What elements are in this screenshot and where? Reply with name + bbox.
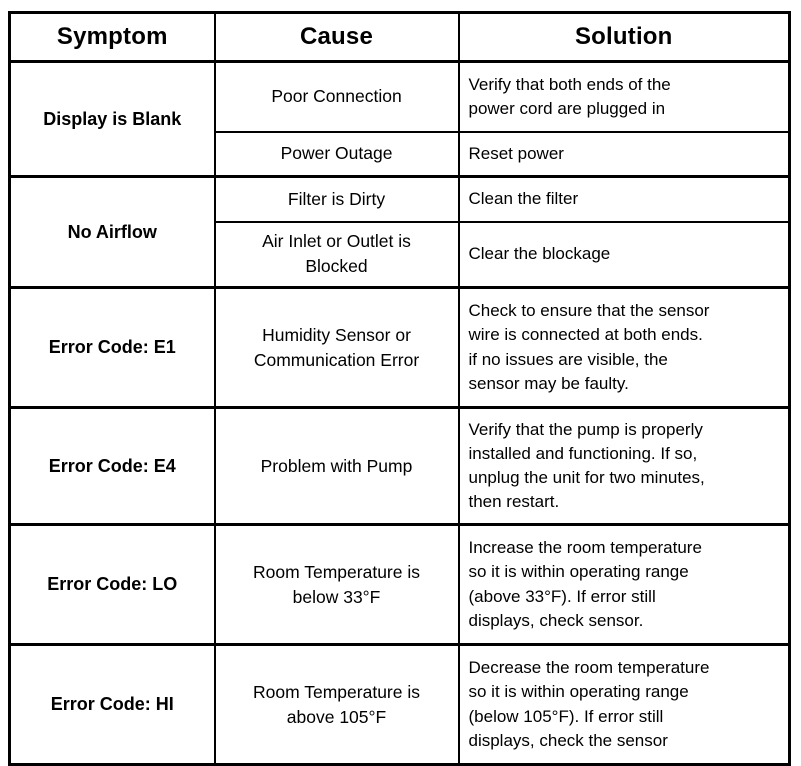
column-header-solution: Solution (457, 11, 791, 63)
solution-cell: Decrease the room temperature so it is w… (457, 643, 791, 766)
table-row: Error Code: HI Room Temperature is above… (8, 643, 791, 766)
solution-cell: Reset power (457, 130, 791, 178)
cause-cell: Problem with Pump (213, 406, 460, 526)
cause-cell: Room Temperature is below 33°F (213, 523, 460, 646)
table-row: Error Code: E4 Problem with Pump Verify … (8, 406, 791, 526)
table-row: Display is Blank Poor Connection Verify … (8, 60, 791, 178)
symptom-cell-error-lo: Error Code: LO (8, 523, 216, 646)
symptom-cell-error-e4: Error Code: E4 (8, 406, 216, 526)
solution-cell: Clean the filter (457, 175, 791, 223)
column-header-cause: Cause (213, 11, 460, 63)
symptom-cell-display-blank: Display is Blank (8, 60, 216, 178)
column-header-symptom: Symptom (8, 11, 216, 63)
table-row: Error Code: E1 Humidity Sensor or Commun… (8, 286, 791, 409)
cause-cell: Filter is Dirty (213, 175, 460, 223)
troubleshooting-table: Symptom Cause Solution Display is Blank … (8, 11, 791, 766)
header-row: Symptom Cause Solution (8, 11, 791, 63)
cause-cell: Humidity Sensor or Communication Error (213, 286, 460, 409)
solution-cell: Verify that the pump is properly install… (457, 406, 791, 526)
cause-cell: Room Temperature is above 105°F (213, 643, 460, 766)
solution-cell: Check to ensure that the sensor wire is … (457, 286, 791, 409)
table-row: Power Outage Reset power (10, 130, 791, 178)
cause-cell: Poor Connection (213, 60, 460, 133)
table-row: Error Code: LO Room Temperature is below… (8, 523, 791, 646)
cause-cell: Power Outage (213, 130, 460, 178)
symptom-cell-error-e1: Error Code: E1 (8, 286, 216, 409)
symptom-cell-no-airflow: No Airflow (8, 175, 216, 289)
solution-cell: Clear the blockage (457, 220, 791, 289)
solution-cell: Increase the room temperature so it is w… (457, 523, 791, 646)
table-row: No Airflow Filter is Dirty Clean the fil… (8, 175, 791, 289)
solution-cell: Verify that both ends of the power cord … (457, 60, 791, 133)
cause-cell: Air Inlet or Outlet is Blocked (213, 220, 460, 289)
symptom-cell-error-hi: Error Code: HI (8, 643, 216, 766)
table-row: Air Inlet or Outlet is Blocked Clear the… (10, 220, 791, 289)
